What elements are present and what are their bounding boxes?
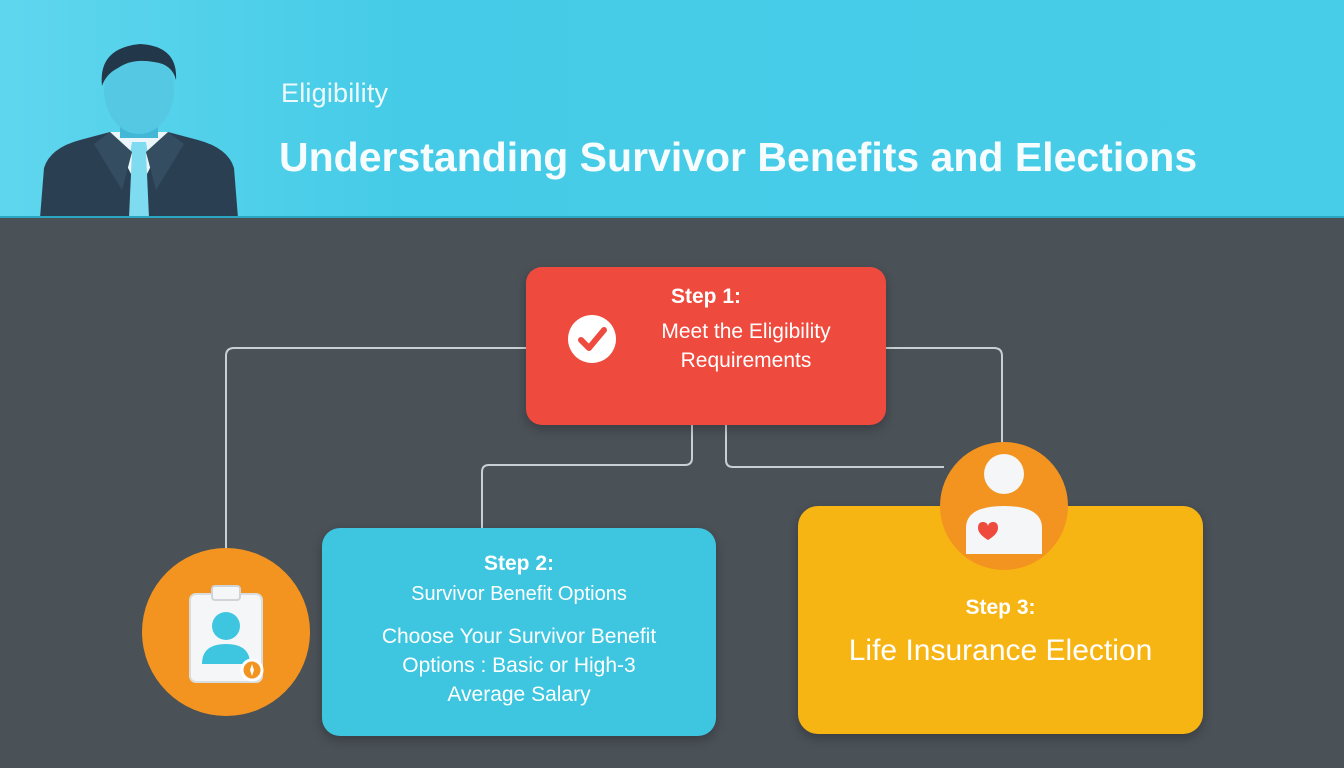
step-1-line-1: Meet the Eligibility [661,320,831,343]
connector-step1-to-badge [225,347,526,550]
step-2-subtitle: Survivor Benefit Options [411,583,627,605]
step-2-line-1: Choose Your Survivor Benefit [381,625,657,648]
step-2-text: Choose Your Survivor Benefit Options : B… [342,622,696,709]
step-1-label: Step 1: [670,285,741,308]
header-banner: Eligibility Understanding Survivor Benef… [0,0,1344,218]
step-3-text: Life Insurance Election [848,634,1153,667]
connector-step1-to-step2 [481,425,693,528]
businessman-icon [40,44,238,218]
page-title: Understanding Survivor Benefits and Elec… [279,134,1198,180]
step-3-label: Step 3: [965,596,1036,619]
connector-step1-to-step3-inner [725,425,944,468]
person-heart-icon [940,442,1068,570]
step-1-text: Meet the Eligibility Requirements [630,317,862,375]
check-circle-icon [568,315,616,363]
step-2-line-3: Average Salary [447,683,591,706]
step-2-line-2: Options : Basic or High-3 [402,654,636,677]
header-eyebrow: Eligibility [281,78,389,108]
step-2-label: Step 2: [483,552,554,575]
step-1-card: Step 1: Meet the Eligibility Requirement… [526,267,886,425]
id-badge-icon [142,548,310,716]
connector-step1-to-step3 [886,347,1003,445]
step-1-line-2: Requirements [680,349,812,372]
step-2-card: Step 2: Survivor Benefit Options Choose … [322,528,716,736]
